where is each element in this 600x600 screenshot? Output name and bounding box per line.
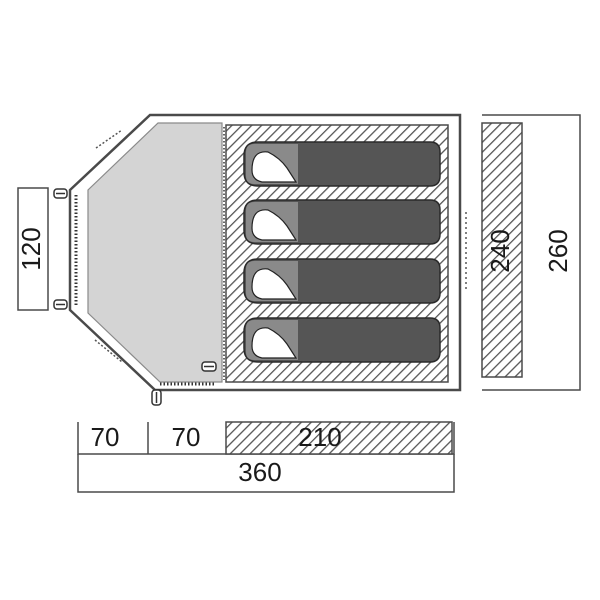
sleeping-bag-3 [243,258,441,304]
person-icon [251,327,298,359]
sleeping-bag-2 [243,199,441,245]
total-length-box [77,454,455,493]
person-icon [251,209,298,241]
sleeping-bag-4 [243,317,441,363]
entrance-width-box [17,187,49,311]
vestibule-depth-1-label: 70 [91,422,120,452]
peg-icon [201,361,217,372]
total-length-label: 360 [238,457,281,487]
person-icon [251,151,298,183]
bedroom-width-box [481,122,523,378]
entrance-width-label: 120 [16,227,46,270]
peg-icon [53,299,68,310]
guyline-dash [95,129,123,149]
total-width-label: 260 [543,229,573,272]
person-icon [251,268,298,300]
bedroom-length-label: 210 [298,422,341,452]
bedroom-length-box [225,421,453,455]
bedroom-width-label: 240 [485,229,515,272]
guyline-dash [94,339,123,363]
peg-icon [53,188,68,199]
total-width-box [482,114,581,391]
vestibule-depth-2-label: 70 [172,422,201,452]
vestibule-area [87,122,223,383]
sleeping-bag-1 [243,141,441,187]
peg-icon [151,389,162,406]
